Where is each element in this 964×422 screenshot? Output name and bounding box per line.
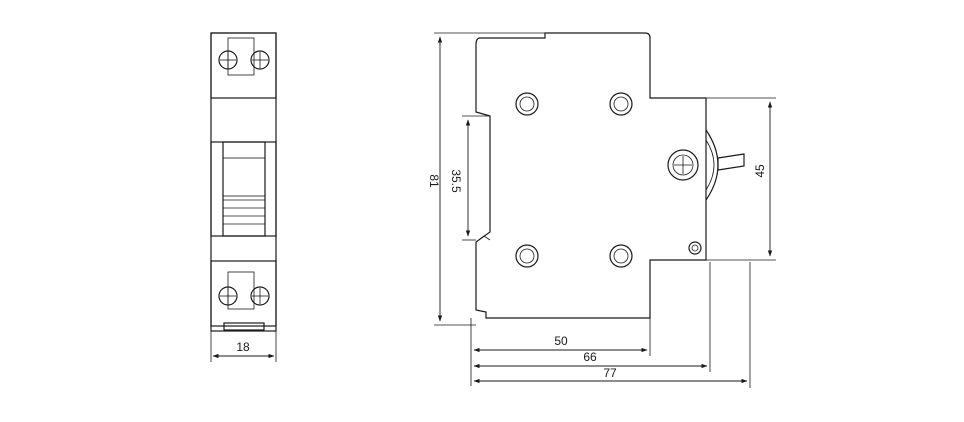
dim-height-total: 81 [427, 174, 441, 188]
screw-icon [218, 286, 238, 306]
screw-icon [218, 50, 238, 70]
dim-depth-body: 50 [554, 334, 568, 348]
pivot-screw-icon [667, 149, 699, 181]
dim-front-width: 18 [236, 340, 250, 354]
dim-handle-height: 45 [753, 164, 767, 178]
dim-depth-total: 77 [603, 366, 617, 380]
indicator-icon [688, 241, 702, 255]
mounting-hole-icon [515, 92, 539, 116]
dim-depth-handle: 66 [583, 350, 597, 364]
mounting-hole-icon [609, 92, 633, 116]
screw-icon [250, 286, 270, 306]
dim-din-rail: 35.5 [449, 169, 463, 193]
mounting-hole-icon [609, 244, 633, 268]
mounting-hole-icon [515, 244, 539, 268]
front-view: 18 [210, 32, 277, 362]
side-view: 81 35.5 45 50 66 77 [427, 32, 776, 388]
screw-icon [250, 50, 270, 70]
